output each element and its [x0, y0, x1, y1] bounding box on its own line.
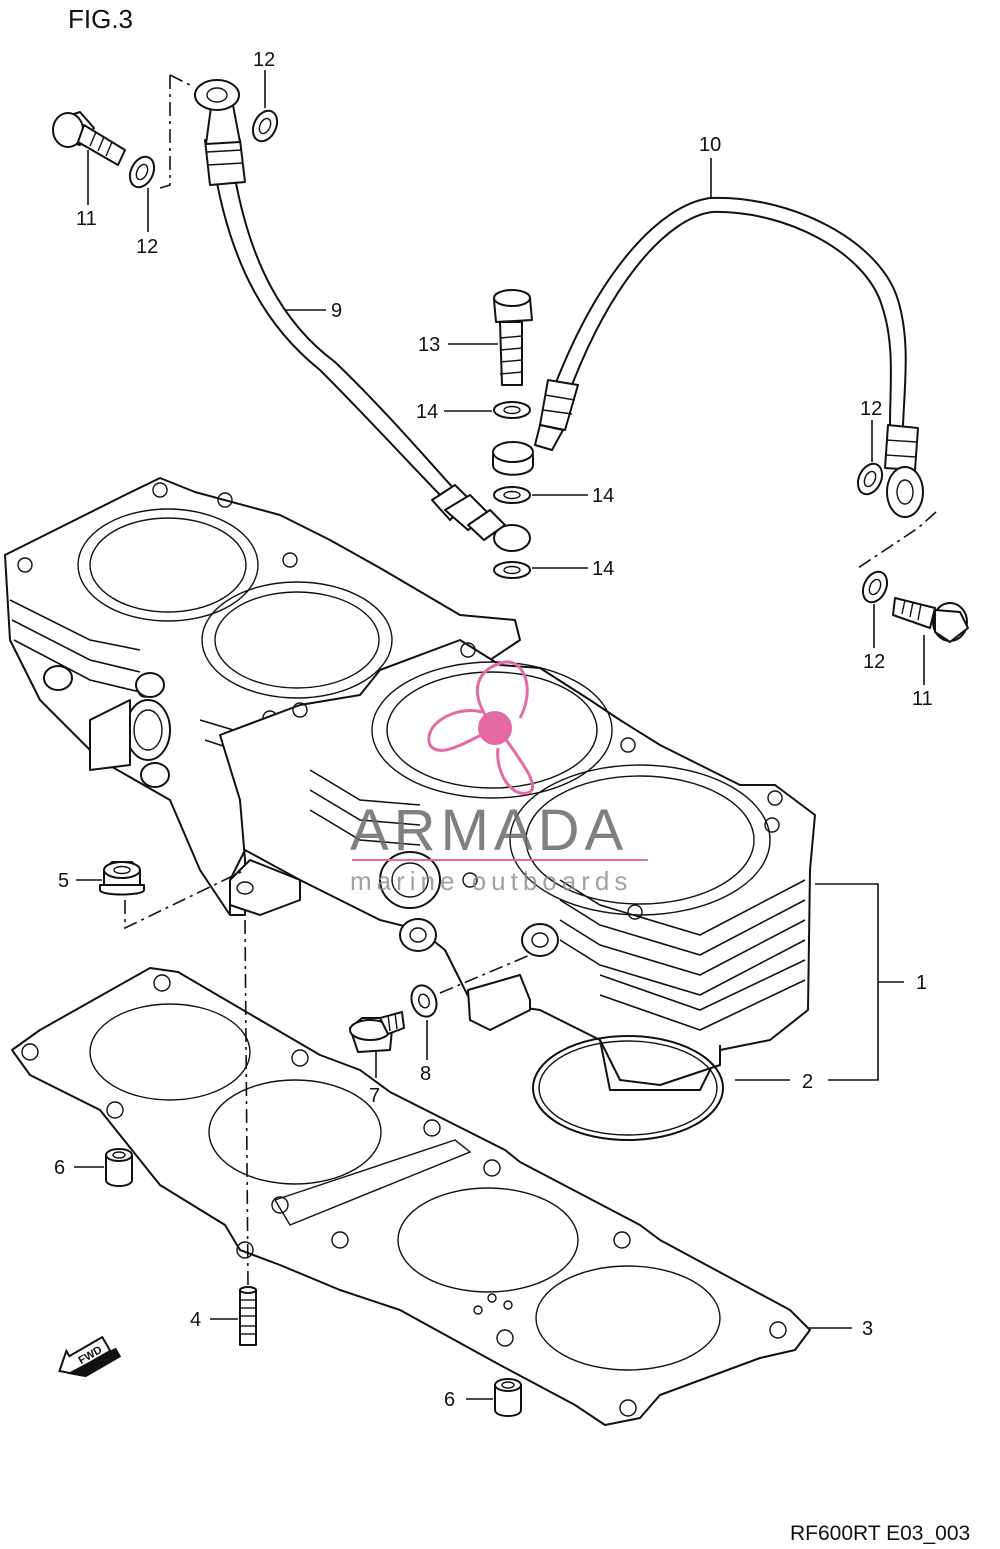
callout-14-lower: 14	[592, 558, 614, 580]
oil-hose-right	[534, 196, 924, 518]
watermark-tagline: marine outboards	[350, 866, 632, 896]
banjo-bolt-assembly	[492, 289, 534, 579]
o-ring	[532, 1035, 724, 1141]
callout-labels: 1 2 3 4 5 6 6 7 8 9 10 11 11 12 12 12 12…	[54, 49, 933, 1411]
cylinder-block	[4, 477, 816, 1091]
forward-direction-arrow: FWD	[58, 1335, 122, 1378]
union-bolt-left	[52, 109, 279, 189]
propeller-logo-icon	[427, 660, 535, 795]
armada-watermark: ARMADA marine outboards	[350, 660, 648, 896]
dowel-pin-lower	[494, 1378, 522, 1417]
callout-9: 9	[331, 300, 342, 322]
callout-13: 13	[418, 334, 440, 356]
callout-7: 7	[369, 1085, 380, 1107]
callout-4: 4	[190, 1309, 201, 1331]
callout-5: 5	[58, 870, 69, 892]
callout-12-right-upper: 12	[860, 398, 882, 420]
callout-14-upper: 14	[416, 401, 438, 423]
watermark-brand: ARMADA	[350, 798, 628, 863]
stud-bolt	[239, 1286, 257, 1346]
callout-8: 8	[420, 1063, 431, 1085]
dowel-pin-upper	[105, 1148, 133, 1187]
callout-6-lower: 6	[444, 1389, 455, 1411]
callout-11-left: 11	[76, 208, 97, 230]
callout-10: 10	[699, 134, 721, 156]
gasket-washer	[410, 984, 438, 1018]
diagram-code: RF600RT E03_003	[790, 1522, 970, 1545]
cylinder-base-gasket	[11, 967, 811, 1426]
callout-12-left: 12	[136, 236, 158, 258]
callout-2: 2	[802, 1071, 813, 1093]
callout-12-right-lower: 12	[863, 651, 885, 673]
leader-lines	[74, 70, 925, 1400]
callout-3: 3	[862, 1318, 873, 1340]
callout-1: 1	[916, 972, 927, 994]
nut	[99, 861, 145, 896]
callout-12-top: 12	[253, 49, 275, 71]
oil-hose-left	[194, 79, 531, 552]
callout-11-right: 11	[912, 688, 933, 710]
bolt	[349, 1011, 405, 1053]
callout-14-middle: 14	[592, 485, 614, 507]
figure-title: FIG.3	[68, 4, 133, 34]
callout-6-upper: 6	[54, 1157, 65, 1179]
union-bolt-right	[856, 462, 969, 643]
